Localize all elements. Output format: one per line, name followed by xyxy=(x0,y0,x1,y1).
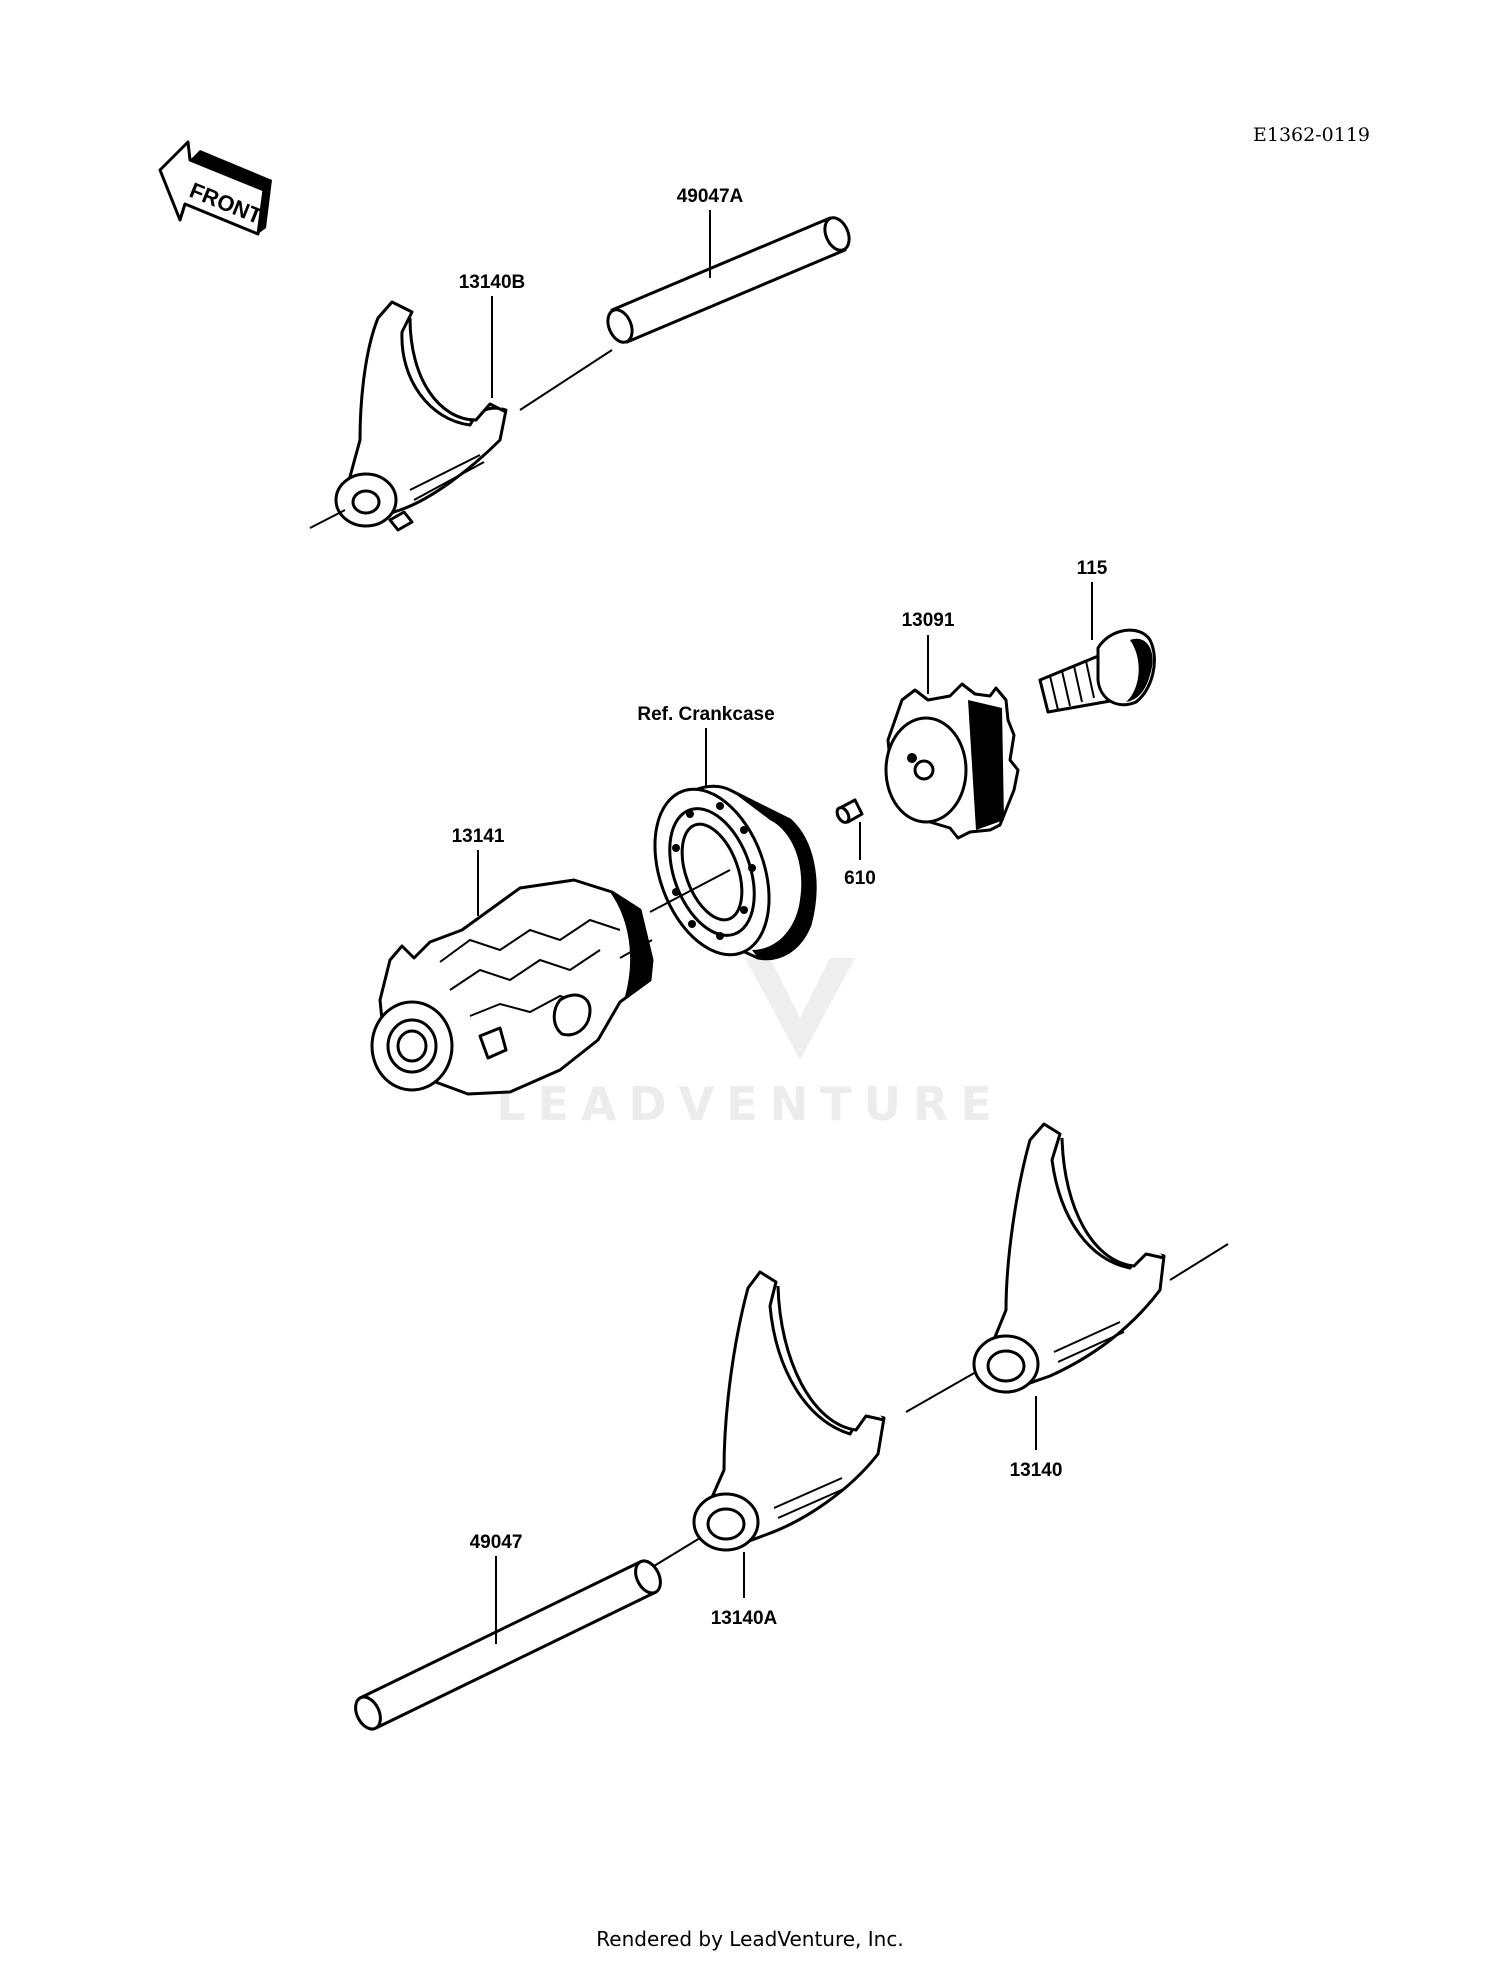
fork-13140A xyxy=(692,1270,886,1552)
watermark: LEADVENTURE xyxy=(496,958,1004,1131)
shaft-axis-line xyxy=(905,1371,977,1413)
watermark-text: LEADVENTURE xyxy=(496,1077,1004,1131)
label-49047: 49047 xyxy=(470,1532,523,1553)
bolt-115 xyxy=(1038,628,1156,714)
label-13140A: 13140A xyxy=(711,1608,778,1629)
label-ref-crankcase: Ref. Crankcase xyxy=(637,704,774,725)
front-arrow-icon: FRONT xyxy=(158,140,272,236)
label-13091: 13091 xyxy=(902,610,955,631)
label-13140: 13140 xyxy=(1010,1460,1063,1481)
shaft-49047A xyxy=(519,216,851,411)
shaft-49047 xyxy=(354,1537,701,1731)
diagram-id: E1362-0119 xyxy=(1253,124,1370,146)
fork-13140 xyxy=(972,1122,1229,1394)
label-610: 610 xyxy=(844,868,876,889)
label-115: 115 xyxy=(1077,558,1108,579)
drum-holder-13091 xyxy=(884,682,1020,840)
bearing-ref-crankcase xyxy=(649,784,817,961)
shift-drum-13141 xyxy=(370,878,654,1096)
pin-610 xyxy=(835,798,864,824)
footer-credit: Rendered by LeadVenture, Inc. xyxy=(596,1927,903,1951)
fork-13140B xyxy=(309,300,508,532)
label-13140B: 13140B xyxy=(459,272,526,293)
label-49047A: 49047A xyxy=(677,186,744,207)
label-13141: 13141 xyxy=(452,826,505,847)
